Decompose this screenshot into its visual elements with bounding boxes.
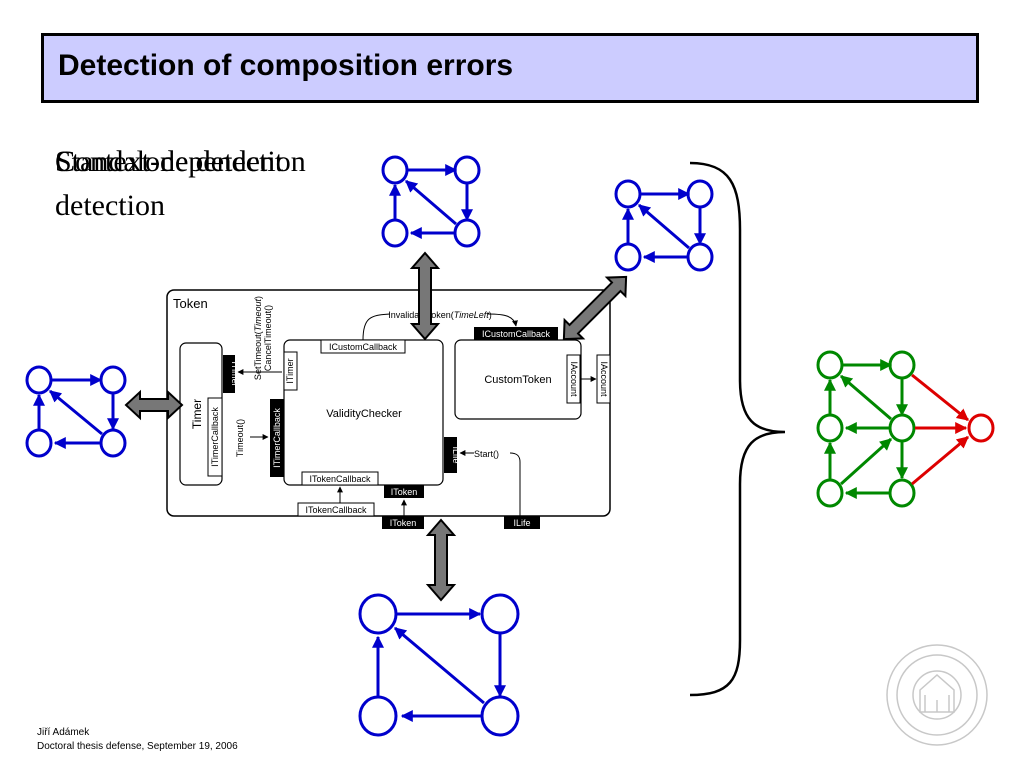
timer-itimer-interface: [223, 355, 235, 393]
vc-itimercallback-label: ITimerCallback: [272, 408, 282, 468]
vc-itokencallback-label: ITokenCallback: [309, 474, 371, 484]
title-bar: Detection of composition errors: [41, 33, 979, 103]
token-ilife-label: ILife: [513, 518, 530, 528]
behavior-graph-top: [381, 155, 481, 248]
footer-author: Jiří Adámek: [37, 727, 90, 738]
token-ilife-interface: [504, 516, 540, 529]
vc-itimer-label: ITimer: [285, 358, 295, 383]
set-timeout-call-label: SetTimeout(Timeout): [253, 296, 263, 380]
timeout-call-label: Timeout(): [235, 419, 245, 457]
connector-arrow-diagonal: [562, 275, 628, 341]
custom-token-label: CustomToken: [484, 374, 551, 386]
token-iaccount-label: IAccount: [599, 361, 609, 397]
token-iaccount-interface: [596, 354, 611, 404]
slide-title: Detection of composition errors: [58, 49, 514, 82]
token-label: Token: [173, 296, 208, 311]
timer-label: Timer: [190, 399, 204, 429]
vc-ilife-interface: [444, 437, 457, 473]
overlay-text-standalone: Standalone detection: [55, 145, 306, 178]
connector-arrow-top: [409, 251, 441, 341]
behavior-graph-bottom: [358, 593, 520, 737]
ct-iaccount-interface: [566, 354, 581, 404]
vc-itimercallback-interface: [270, 399, 284, 477]
combined-behavior-graph: [816, 350, 995, 508]
ct-icustomcallback-label: ICustomCallback: [482, 329, 551, 339]
vc-itimer-interface: [283, 351, 298, 391]
cancel-timeout-call-label: CancelTimeout(): [263, 305, 273, 371]
ct-icustomcallback-interface: [474, 327, 558, 340]
start-call-label: Start(): [474, 449, 499, 459]
connector-arrow-bottom: [425, 518, 457, 602]
vc-itoken-label: IToken: [391, 487, 418, 497]
ct-iaccount-label: IAccount: [569, 361, 579, 397]
footer-event: Doctoral thesis defense, September 19, 2…: [37, 741, 238, 752]
timer-itimercallback-interface: [207, 397, 223, 477]
university-seal-logo: [886, 644, 988, 746]
timer-itimercallback-label: ITimerCallback: [210, 407, 220, 467]
vc-itoken-interface: [384, 485, 424, 498]
invalidate-token-call-label: InvalidateToken(TimeLeft): [388, 310, 491, 320]
validity-checker-label: ValidityChecker: [326, 408, 402, 420]
vc-ilife-label: ILife: [451, 446, 461, 463]
overlay-text-context-dependent: Context-dependent detection: [55, 145, 284, 222]
vc-itokencallback-interface: [301, 471, 379, 486]
token-itokencallback-label: ITokenCallback: [305, 505, 367, 515]
connector-arrow-left: [124, 389, 184, 421]
token-itokencallback-interface: [297, 502, 375, 517]
timer-itimer-label: ITimer: [230, 361, 240, 386]
behavior-graph-right: [614, 179, 714, 272]
grouping-brace: [689, 161, 786, 697]
token-itoken-interface: [382, 516, 424, 529]
behavior-graph-left: [25, 365, 127, 458]
token-itoken-label: IToken: [390, 518, 417, 528]
vc-icustomcallback-label: ICustomCallback: [329, 342, 398, 352]
